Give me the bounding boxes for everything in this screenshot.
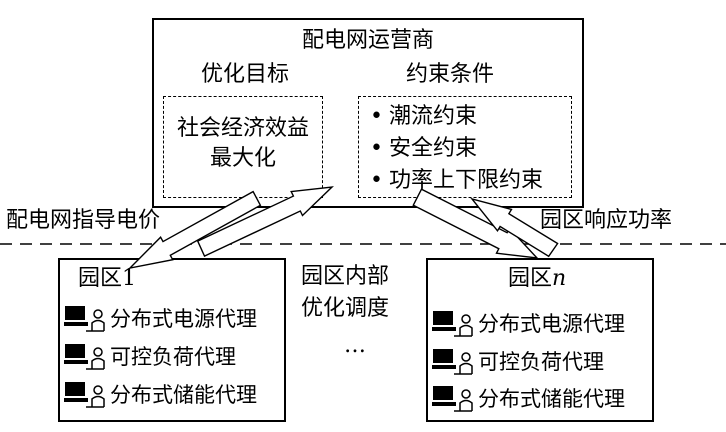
computer-user-icon (64, 306, 105, 332)
computer-user-icon (432, 311, 473, 337)
park-title-prefix: 园区 (508, 266, 553, 291)
constraint-item: 安全约束 (370, 138, 477, 160)
computer-user-icon (64, 344, 105, 370)
park-title-1: 园区1 (78, 268, 136, 290)
computer-user-icon (432, 386, 473, 412)
agent-row: 可控负荷代理 (432, 346, 604, 376)
constraint-item: 潮流约束 (370, 106, 477, 128)
agent-label: 分布式电源代理 (110, 307, 257, 331)
internal-dispatch-line-1: 园区内部 (300, 264, 389, 289)
objective-line-1: 社会经济效益 (176, 116, 309, 141)
response-arrow-from-park-1 (196, 186, 334, 258)
park-title-n: 园区n (508, 268, 566, 290)
agent-row: 可控负荷代理 (64, 341, 236, 371)
agent-label: 可控负荷代理 (478, 350, 604, 374)
ellipsis: … (344, 333, 366, 358)
internal-dispatch-line-2: 优化调度 (300, 296, 389, 321)
park-title-prefix: 园区 (78, 266, 123, 291)
agent-label: 分布式电源代理 (478, 312, 625, 336)
park-title-suffix: n (552, 266, 567, 291)
agent-row: 分布式电源代理 (64, 303, 257, 333)
price-flow-label: 配电网指导电价 (6, 208, 161, 233)
response-flow-label: 园区响应功率 (540, 208, 673, 233)
agent-row: 分布式储能代理 (432, 383, 625, 413)
park-box-1 (58, 258, 286, 422)
agent-row: 分布式储能代理 (64, 379, 257, 409)
agent-row: 分布式电源代理 (432, 308, 625, 338)
operator-title: 配电网运营商 (301, 28, 434, 53)
agent-label: 可控负荷代理 (110, 345, 236, 369)
agent-label: 分布式储能代理 (478, 387, 625, 411)
constraint-item: 功率上下限约束 (370, 170, 543, 192)
constraint-title: 约束条件 (405, 62, 494, 87)
objective-line-2: 最大化 (209, 146, 276, 171)
park-box-n (426, 258, 654, 422)
computer-user-icon (64, 382, 105, 408)
agent-label: 分布式储能代理 (110, 383, 257, 407)
response-arrow-from-park-n (470, 197, 559, 258)
park-title-suffix: 1 (122, 266, 137, 291)
constraint-box (358, 96, 572, 198)
price-arrow-to-park-1 (127, 190, 262, 270)
computer-user-icon (432, 349, 473, 375)
price-arrow-to-park-n (412, 188, 539, 259)
objective-title: 优化目标 (200, 62, 289, 87)
